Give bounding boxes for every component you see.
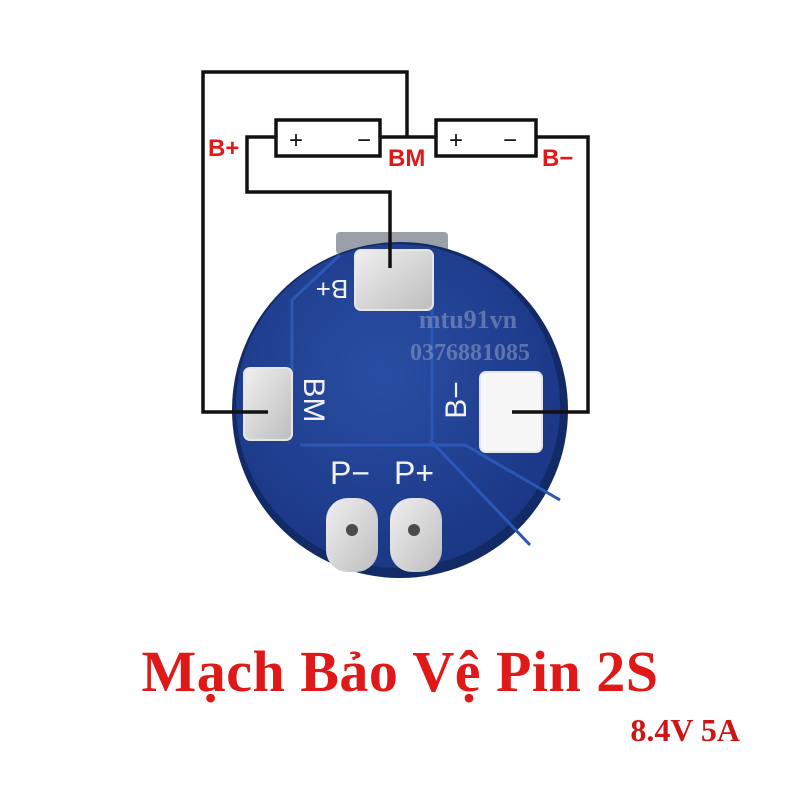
b-plus-pad (243, 367, 293, 441)
silk-p-minus: P− (330, 455, 370, 491)
pcb-board: B+ BM B− P− P+ mtu91vn 0376881085 (232, 232, 568, 578)
cell-terminals: + − + − (289, 127, 517, 154)
cell-2 (434, 118, 538, 158)
cell2-plus: + (449, 127, 463, 154)
wire-bm (245, 135, 392, 268)
watermark-line1: mtu91vn (419, 305, 518, 334)
label-b-minus: B− (542, 145, 573, 172)
trace-outline (428, 438, 532, 547)
p-plus-hole (408, 524, 420, 536)
silk-bm: BM (297, 378, 330, 423)
silk-b-plus: B+ (316, 274, 349, 304)
watermark-line2: 0376881085 (410, 340, 530, 366)
label-bm: BM (388, 145, 425, 172)
cell-1 (274, 118, 382, 158)
trace-outline (290, 253, 342, 380)
wire-b-plus (201, 70, 409, 414)
bm-top-pad (354, 249, 434, 311)
wiring-diagram (201, 70, 590, 414)
cell2-minus: − (503, 127, 517, 154)
wire-b-minus (512, 135, 590, 414)
board-surface (236, 244, 560, 568)
label-b-plus: B+ (208, 135, 239, 162)
p-minus-hole (346, 524, 358, 536)
silk-p-plus: P+ (394, 455, 434, 491)
cell1-minus: − (357, 127, 371, 154)
caption-title: Mạch Bảo Vệ Pin 2S (141, 639, 659, 704)
trace-outline (300, 443, 561, 502)
silk-b-minus: B− (440, 381, 473, 419)
caption-subtitle: 8.4V 5A (630, 712, 740, 748)
cell1-plus: + (289, 127, 303, 154)
